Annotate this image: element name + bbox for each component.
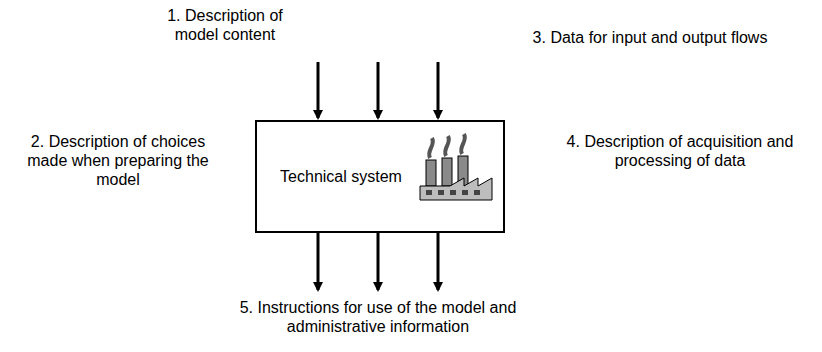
factory-icon bbox=[420, 134, 492, 200]
callout-text: 3. Data for input and output flows bbox=[500, 28, 800, 47]
callout-text: 5. Instructions for use of the model and… bbox=[233, 298, 523, 336]
output-arrow bbox=[437, 233, 440, 290]
system-label: Technical system bbox=[271, 167, 411, 186]
system-box: Technical system bbox=[255, 120, 505, 233]
callout-text: 1. Description of model content bbox=[150, 6, 300, 44]
callout-text: 2. Description of choices made when prep… bbox=[16, 132, 221, 189]
input-arrow bbox=[377, 62, 380, 118]
output-arrow bbox=[377, 233, 380, 290]
input-arrow bbox=[437, 62, 440, 118]
input-arrow bbox=[317, 62, 320, 118]
callout-text: 4. Description of acquisition and proces… bbox=[563, 132, 798, 170]
output-arrow bbox=[317, 233, 320, 290]
